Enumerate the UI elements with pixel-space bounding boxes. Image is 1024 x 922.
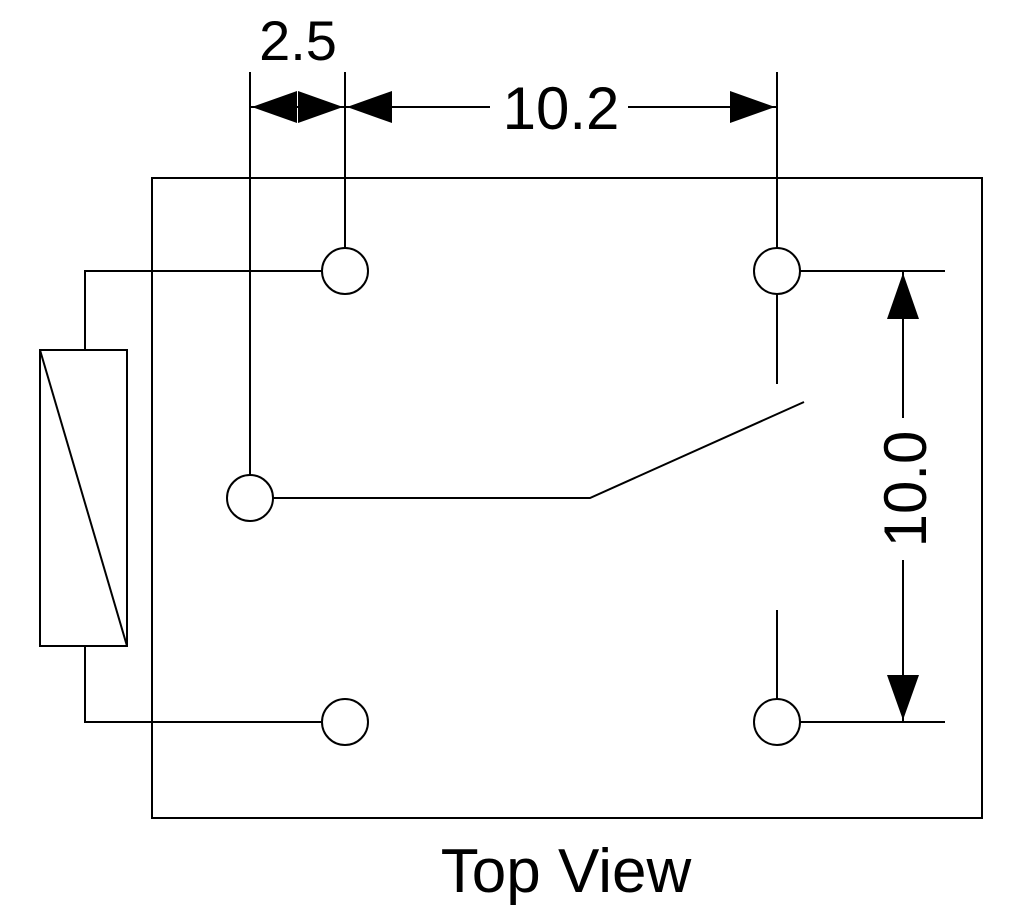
dimension-arrow-icon xyxy=(730,91,775,123)
dimension-arrow-icon xyxy=(347,91,392,123)
coil-rectangle xyxy=(39,349,128,647)
switch-contact-icon xyxy=(273,294,805,699)
dimension-height-label: 10.0 xyxy=(872,431,939,548)
pin-contact-bottom xyxy=(753,698,801,746)
dimension-arrow-icon xyxy=(887,273,919,319)
dimension-pitch-label: 2.5 xyxy=(259,9,337,72)
dimension-arrow-icon xyxy=(298,91,343,123)
dimension-pitch: 2.5 xyxy=(250,9,345,123)
dimension-width: 10.2 xyxy=(345,75,777,142)
coil-lead-bottom xyxy=(84,646,322,723)
dimension-height: 10.0 xyxy=(872,271,939,722)
pin-contact-top xyxy=(753,247,801,295)
pin-coil-bottom xyxy=(321,698,369,746)
switch-arm xyxy=(273,401,805,499)
dimension-width-label: 10.2 xyxy=(503,75,620,142)
relay-coil-icon xyxy=(39,349,128,647)
pin-coil-top xyxy=(321,247,369,295)
coil-lead-top xyxy=(84,270,322,350)
pin-common xyxy=(226,474,274,522)
coil-diagonal xyxy=(39,349,128,647)
relay-body-outline xyxy=(151,177,983,819)
diagram-caption: Top View xyxy=(441,837,692,906)
dimension-arrow-icon xyxy=(887,675,919,720)
dimension-arrow-icon xyxy=(252,91,297,123)
